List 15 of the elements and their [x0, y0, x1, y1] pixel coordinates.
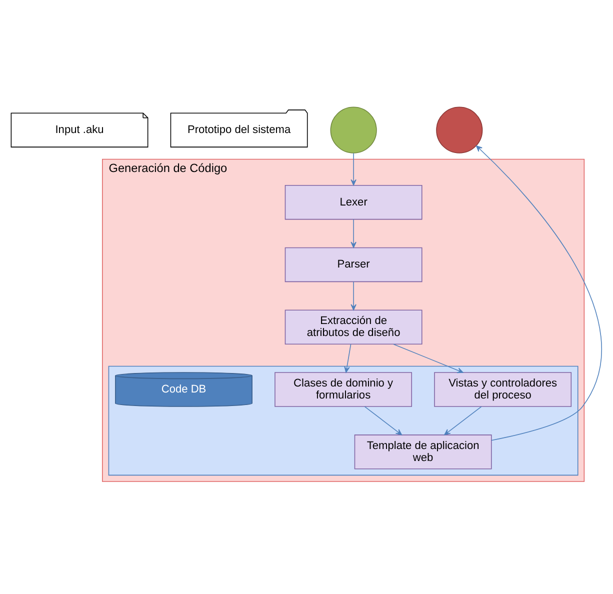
node-box: Clases de dominio y formularios [274, 372, 412, 406]
node-circle [330, 106, 377, 153]
arrow [350, 218, 356, 248]
node-box: Template de aplicacion web [354, 434, 492, 469]
arrow [393, 343, 464, 373]
arrow [350, 280, 356, 310]
arrow [444, 406, 482, 435]
arrow [476, 144, 602, 440]
arrow [344, 343, 352, 372]
arrow [364, 406, 402, 435]
node-box: Vistas y controladores del proceso [434, 372, 572, 406]
node-box: Parser [284, 246, 422, 282]
node-box: Extracción de atributos de diseño [284, 309, 422, 344]
arrow [350, 152, 356, 186]
node-box: Lexer [284, 184, 422, 220]
